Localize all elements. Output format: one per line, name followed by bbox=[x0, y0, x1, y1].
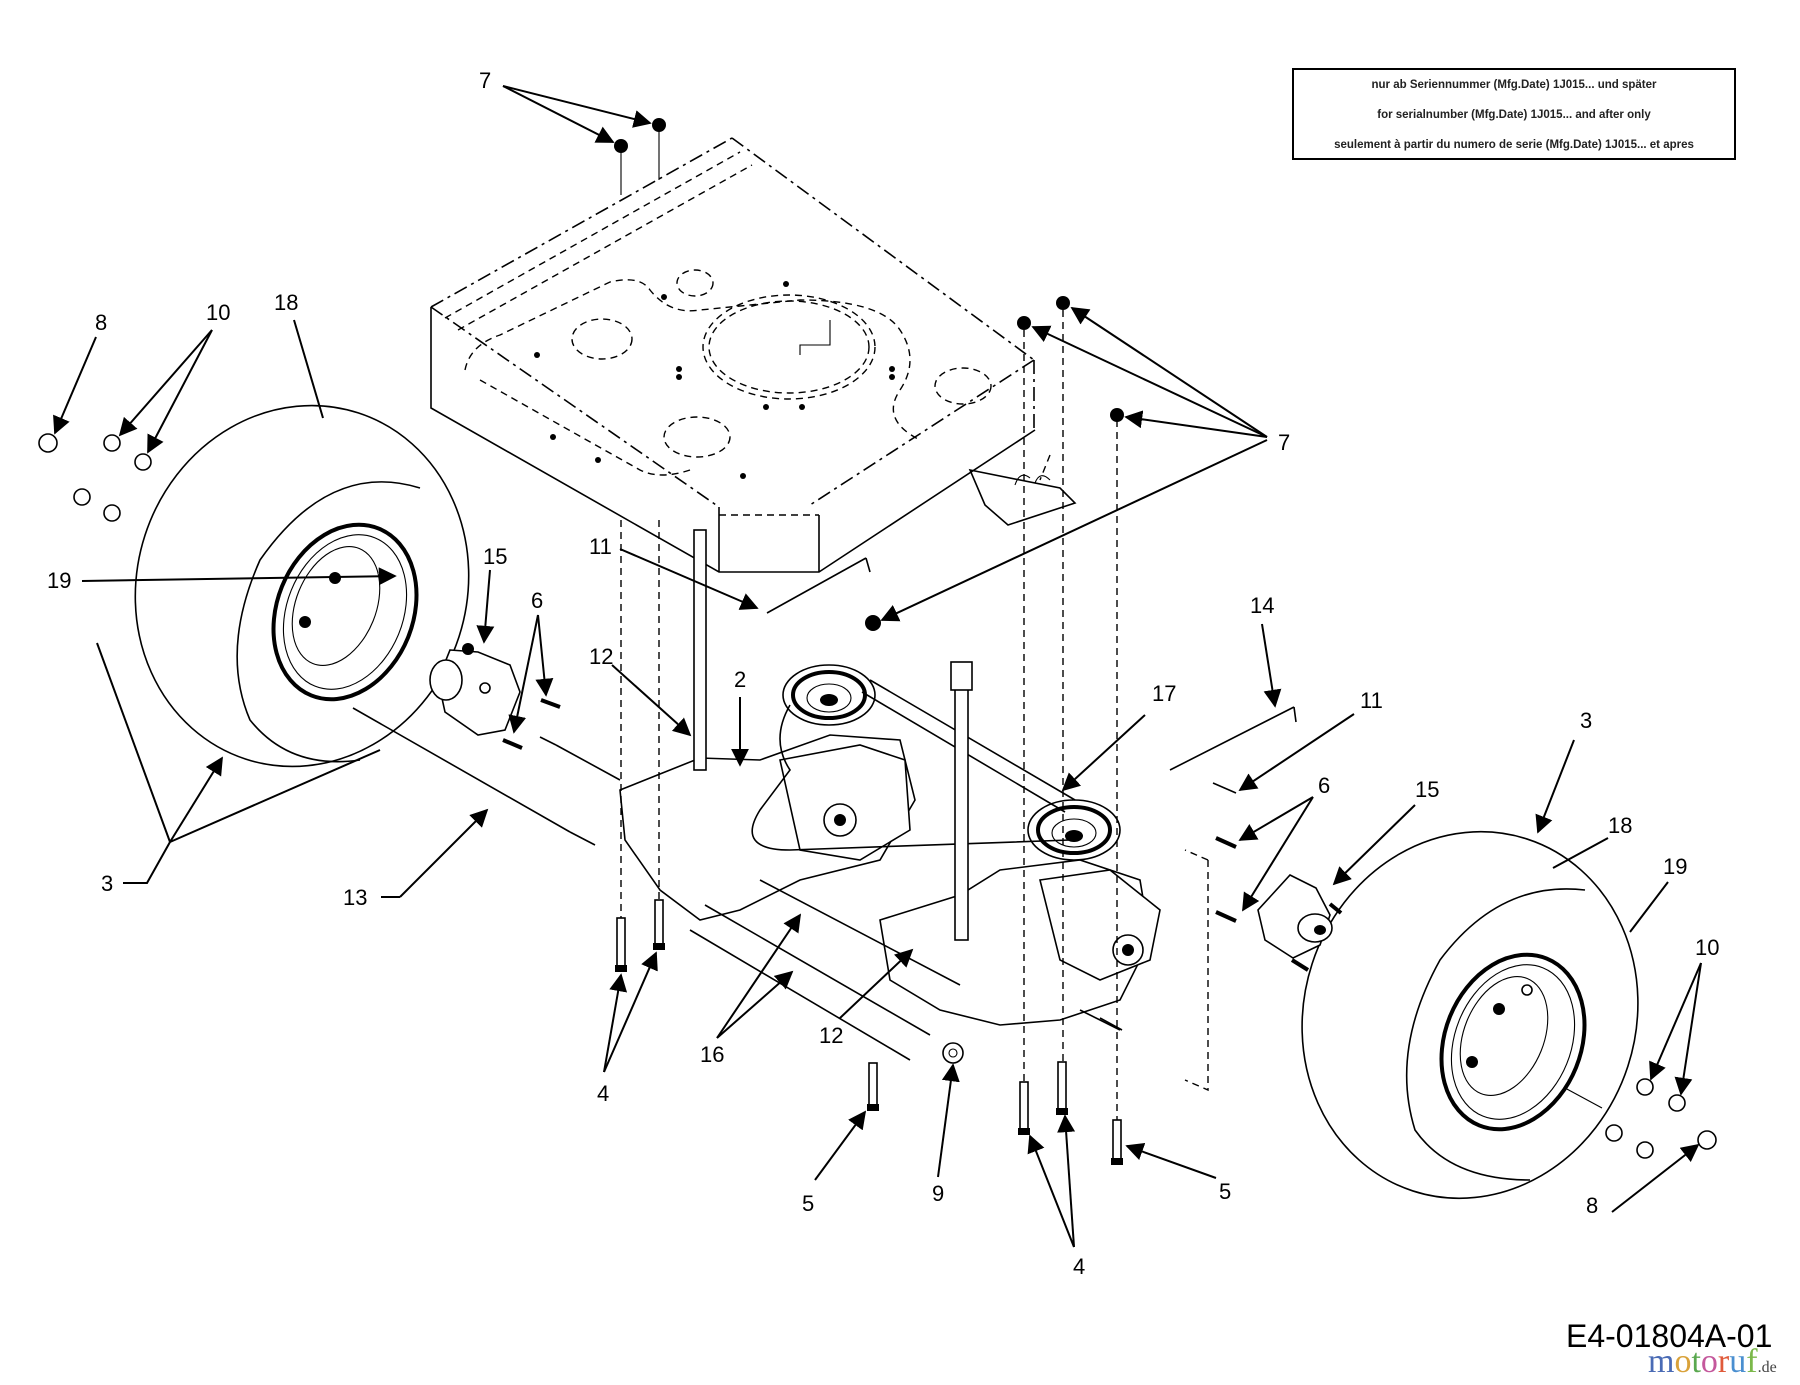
watermark-letter: o bbox=[1674, 1343, 1692, 1380]
callout-5-right: 5 bbox=[1219, 1179, 1231, 1204]
watermark-text: motoruf bbox=[1648, 1343, 1758, 1380]
axle-rod bbox=[352, 707, 571, 833]
serial-number-note: nur ab Seriennummer (Mfg.Date) 1J015... … bbox=[1292, 68, 1736, 160]
left-rim bbox=[271, 522, 419, 702]
pins bbox=[766, 557, 1297, 794]
callout-7-right: 7 bbox=[1278, 430, 1290, 455]
callout-labels: 7 7 8 10 18 19 15 6 11 12 2 3 13 4 16 12… bbox=[47, 68, 1719, 1279]
right-wheel bbox=[1301, 830, 1639, 1200]
leader-lines bbox=[53, 85, 1702, 1248]
note-line-en: for serialnumber (Mfg.Date) 1J015... and… bbox=[1377, 109, 1651, 121]
callout-8-left: 8 bbox=[95, 310, 107, 335]
callout-3-left: 3 bbox=[101, 871, 113, 896]
cross-tubes bbox=[689, 879, 961, 1061]
callout-15-left: 15 bbox=[483, 544, 507, 569]
watermark-letter: f bbox=[1746, 1343, 1758, 1380]
bypass-rods bbox=[693, 529, 973, 941]
callout-11-right: 11 bbox=[1360, 688, 1383, 713]
callout-9: 9 bbox=[932, 1181, 944, 1206]
callout-16: 16 bbox=[700, 1042, 724, 1067]
callout-19-right: 19 bbox=[1663, 854, 1687, 879]
bolts bbox=[615, 899, 1123, 1165]
note-line-fr: seulement à partir du numero de serie (M… bbox=[1334, 139, 1694, 151]
callout-18-left: 18 bbox=[274, 290, 298, 315]
callout-8-right: 8 bbox=[1586, 1193, 1598, 1218]
callout-15-right: 15 bbox=[1415, 777, 1439, 802]
callout-18-right: 18 bbox=[1608, 813, 1632, 838]
callout-19-left: 19 bbox=[47, 568, 71, 593]
left-hub bbox=[429, 643, 521, 736]
callout-4-right: 4 bbox=[1073, 1254, 1085, 1279]
frame bbox=[430, 137, 1077, 573]
callout-11-left: 11 bbox=[589, 534, 612, 559]
callout-6-left: 6 bbox=[531, 588, 543, 613]
left-transmission bbox=[539, 664, 916, 921]
watermark-letter: t bbox=[1691, 1343, 1701, 1380]
callout-6-right: 6 bbox=[1318, 773, 1330, 798]
watermark-letter: m bbox=[1648, 1343, 1675, 1380]
callout-4-left: 4 bbox=[597, 1081, 609, 1106]
assembly-lines bbox=[620, 125, 1209, 1120]
right-hub bbox=[1257, 874, 1343, 972]
callout-17: 17 bbox=[1152, 681, 1176, 706]
callout-5-left: 5 bbox=[802, 1191, 814, 1216]
watermark-letter: o bbox=[1700, 1343, 1718, 1380]
callout-12-lower: 12 bbox=[819, 1023, 843, 1048]
watermark-letter: r bbox=[1717, 1343, 1730, 1380]
right-transmission bbox=[879, 799, 1161, 1031]
note-line-de: nur ab Seriennummer (Mfg.Date) 1J015... … bbox=[1371, 79, 1657, 91]
left-wheel bbox=[134, 404, 470, 768]
callout-7-top: 7 bbox=[479, 68, 491, 93]
watermark-logo: motoruf.de bbox=[1648, 1345, 1777, 1385]
drawing-code: E4-01804A-01 bbox=[1566, 1318, 1773, 1354]
callout-12-upper: 12 bbox=[589, 644, 613, 669]
watermark-letter: u bbox=[1729, 1343, 1747, 1380]
wheel-studs bbox=[502, 698, 1237, 923]
watermark-tld: .de bbox=[1757, 1359, 1777, 1376]
callout-13: 13 bbox=[343, 885, 367, 910]
callout-10-left: 10 bbox=[206, 300, 230, 325]
callout-14: 14 bbox=[1250, 593, 1274, 618]
callout-10-right: 10 bbox=[1695, 935, 1719, 960]
callout-3-right: 3 bbox=[1580, 708, 1592, 733]
callout-2: 2 bbox=[734, 667, 746, 692]
nuts bbox=[38, 118, 1717, 1159]
right-rim bbox=[1439, 952, 1587, 1132]
